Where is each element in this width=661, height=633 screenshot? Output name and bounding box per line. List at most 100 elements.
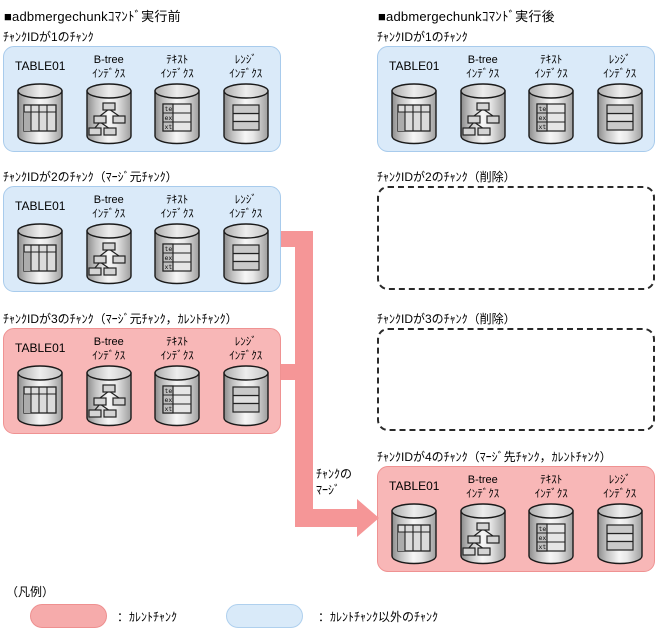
legend-current-chunk-label: ：ｶﾚﾝﾄﾁｬﾝｸ: [117, 610, 178, 624]
text-index-icon: te ex xt: [162, 385, 192, 414]
cylinder-cell-table: TABLE01: [380, 51, 449, 145]
btree-index-icon: [462, 522, 500, 556]
database-cylinder-btree-icon: [86, 365, 132, 427]
svg-text:xt: xt: [165, 123, 173, 131]
legend-current-chunk-swatch: [30, 604, 107, 628]
after-chunk4-label: ﾁｬﾝｸIDが4のﾁｬﾝｸ（ﾏｰｼﾞ先ﾁｬﾝｸ，ｶﾚﾝﾄﾁｬﾝｸ）: [377, 450, 612, 464]
database-cylinder-btree-icon: [460, 83, 506, 145]
text-index-icon: te ex xt: [536, 103, 566, 132]
text-index-icon: te ex xt: [162, 243, 192, 272]
svg-text:xt: xt: [539, 123, 547, 131]
database-cylinder-range-index-icon: [223, 83, 269, 145]
database-cylinder-table-icon: [17, 83, 63, 145]
before-chunk1-label: ﾁｬﾝｸIDが1のﾁｬﾝｸ: [3, 30, 94, 44]
cylinder-cell-range-index: ﾚﾝｼﾞｲﾝﾃﾞｸｽ: [586, 51, 655, 145]
legend-other-chunk-label: ：ｶﾚﾝﾄﾁｬﾝｸ以外のﾁｬﾝｸ: [318, 610, 439, 624]
text-index-icon: te ex xt: [536, 523, 566, 552]
database-cylinder-table-icon: [391, 83, 437, 145]
svg-text:xt: xt: [539, 543, 547, 551]
cylinder-cell-range-index: ﾚﾝｼﾞｲﾝﾃﾞｸｽ: [212, 333, 281, 427]
database-cylinder-range-index-icon: [597, 83, 643, 145]
cylinder-label: ﾚﾝｼﾞｲﾝﾃﾞｸｽ: [229, 336, 263, 362]
table-icon: [397, 524, 431, 552]
svg-text:ex: ex: [165, 254, 173, 262]
database-cylinder-btree-icon: [460, 503, 506, 565]
database-cylinder-range-index-icon: [223, 223, 269, 285]
svg-text:te: te: [539, 525, 547, 533]
database-cylinder-text-index-icon: te ex xt: [154, 83, 200, 145]
cylinder-label: TABLE01: [15, 341, 66, 356]
cylinder-cell-table: TABLE01: [380, 471, 449, 565]
database-cylinder-table-icon: [391, 503, 437, 565]
cylinder-cell-text-index: ﾃｷｽﾄｲﾝﾃﾞｸｽ te ex xt: [143, 333, 212, 427]
cylinder-cell-text-index: ﾃｷｽﾄｲﾝﾃﾞｸｽ te ex xt: [143, 51, 212, 145]
range-index-icon: [232, 244, 260, 271]
table-icon: [23, 104, 57, 132]
range-index-icon: [232, 104, 260, 131]
after-chunk2-label: ﾁｬﾝｸIDが2のﾁｬﾝｸ（削除）: [377, 170, 516, 184]
svg-text:te: te: [165, 245, 173, 253]
database-cylinder-text-index-icon: te ex xt: [528, 83, 574, 145]
database-cylinder-range-index-icon: [223, 365, 269, 427]
table-icon: [23, 386, 57, 414]
database-cylinder-text-index-icon: te ex xt: [154, 223, 200, 285]
legend-title: （凡例）: [6, 585, 55, 599]
before-chunk3-label: ﾁｬﾝｸIDが3のﾁｬﾝｸ（ﾏｰｼﾞ元ﾁｬﾝｸ，ｶﾚﾝﾄﾁｬﾝｸ）: [3, 312, 238, 326]
database-cylinder-table-icon: [17, 223, 63, 285]
btree-index-icon: [88, 384, 126, 418]
cylinder-cell-text-index: ﾃｷｽﾄｲﾝﾃﾞｸｽ te ex xt: [517, 471, 586, 565]
btree-index-icon: [88, 102, 126, 136]
svg-text:te: te: [165, 105, 173, 113]
cylinder-cell-range-index: ﾚﾝｼﾞｲﾝﾃﾞｸｽ: [212, 191, 281, 285]
database-cylinder-text-index-icon: te ex xt: [528, 503, 574, 565]
svg-text:ex: ex: [165, 114, 173, 122]
cylinder-cell-table: TABLE01: [6, 191, 75, 285]
cylinder-cell-text-index: ﾃｷｽﾄｲﾝﾃﾞｸｽ te ex xt: [143, 191, 212, 285]
cylinder-label: ﾃｷｽﾄｲﾝﾃﾞｸｽ: [160, 54, 194, 80]
cylinder-label: ﾃｷｽﾄｲﾝﾃﾞｸｽ: [160, 194, 194, 220]
btree-index-icon: [88, 242, 126, 276]
svg-text:te: te: [165, 387, 173, 395]
cylinder-cell-range-index: ﾚﾝｼﾞｲﾝﾃﾞｸｽ: [212, 51, 281, 145]
cylinder-cell-table: TABLE01: [6, 51, 75, 145]
cylinder-label: ﾚﾝｼﾞｲﾝﾃﾞｸｽ: [229, 194, 263, 220]
database-cylinder-btree-icon: [86, 223, 132, 285]
after-title: ■adbmergechunkｺﾏﾝﾄﾞ実行後: [378, 9, 555, 24]
cylinder-label: ﾚﾝｼﾞｲﾝﾃﾞｸｽ: [603, 474, 637, 500]
svg-text:xt: xt: [165, 263, 173, 271]
text-index-icon: te ex xt: [162, 103, 192, 132]
cylinder-cell-text-index: ﾃｷｽﾄｲﾝﾃﾞｸｽ te ex xt: [517, 51, 586, 145]
range-index-icon: [232, 386, 260, 413]
merge-arrow-label: ﾁｬﾝｸの ﾏｰｼﾞ: [316, 467, 353, 497]
cylinder-label: ﾃｷｽﾄｲﾝﾃﾞｸｽ: [160, 336, 194, 362]
after-chunk3-label: ﾁｬﾝｸIDが3のﾁｬﾝｸ（削除）: [377, 312, 516, 326]
cylinder-label: TABLE01: [389, 479, 440, 494]
after-chunk1-label: ﾁｬﾝｸIDが1のﾁｬﾝｸ: [377, 30, 468, 44]
svg-text:ex: ex: [539, 114, 547, 122]
cylinder-label: ﾚﾝｼﾞｲﾝﾃﾞｸｽ: [229, 54, 263, 80]
cylinder-label: ﾃｷｽﾄｲﾝﾃﾞｸｽ: [534, 474, 568, 500]
table-icon: [397, 104, 431, 132]
database-cylinder-text-index-icon: te ex xt: [154, 365, 200, 427]
cylinder-label: TABLE01: [15, 199, 66, 214]
after-chunk2-deleted-box: [377, 186, 655, 290]
before-title: ■adbmergechunkｺﾏﾝﾄﾞ実行前: [4, 9, 181, 24]
